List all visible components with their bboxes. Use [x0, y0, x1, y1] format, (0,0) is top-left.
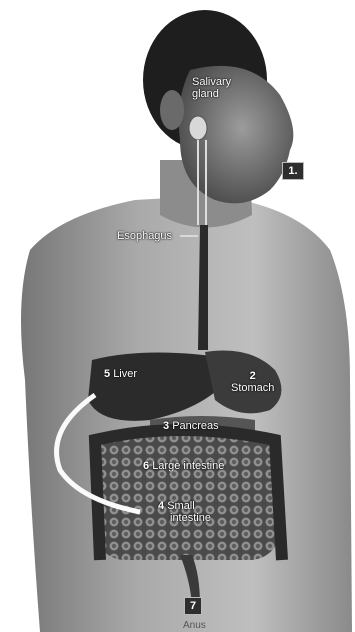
liver-number: 5: [104, 368, 110, 380]
pancreas-number: 3: [163, 420, 169, 432]
label-anus: Anus: [183, 620, 206, 631]
label-mouth-number: 1.: [282, 162, 304, 180]
large-intestine-number: 6: [143, 460, 149, 472]
label-salivary-gland: Salivary gland: [192, 76, 242, 100]
pancreas-text: Pancreas: [172, 420, 218, 432]
label-anus-number: 7: [184, 597, 202, 615]
label-small-intestine: 4 Small intestine: [158, 500, 211, 524]
label-large-intestine: 6 Large intestine: [143, 460, 224, 472]
ear: [160, 90, 184, 130]
intestines-shape: [95, 435, 280, 560]
salivary-gland-text: Salivary gland: [192, 76, 242, 100]
stomach-text: Stomach: [231, 382, 274, 394]
label-stomach: 2 Stomach: [231, 370, 274, 394]
liver-text: Liver: [113, 368, 137, 380]
label-pancreas: 3 Pancreas: [163, 420, 219, 432]
small-intestine-text-2: intestine: [158, 512, 211, 524]
stomach-number: 2: [231, 370, 274, 382]
small-intestine-text-1: Small: [167, 500, 195, 512]
salivary-gland-shape: [189, 116, 207, 140]
large-intestine-text: Large intestine: [152, 460, 224, 472]
small-intestine-number: 4: [158, 500, 164, 512]
label-liver: 5 Liver: [104, 368, 137, 380]
label-esophagus: Esophagus: [117, 230, 172, 242]
